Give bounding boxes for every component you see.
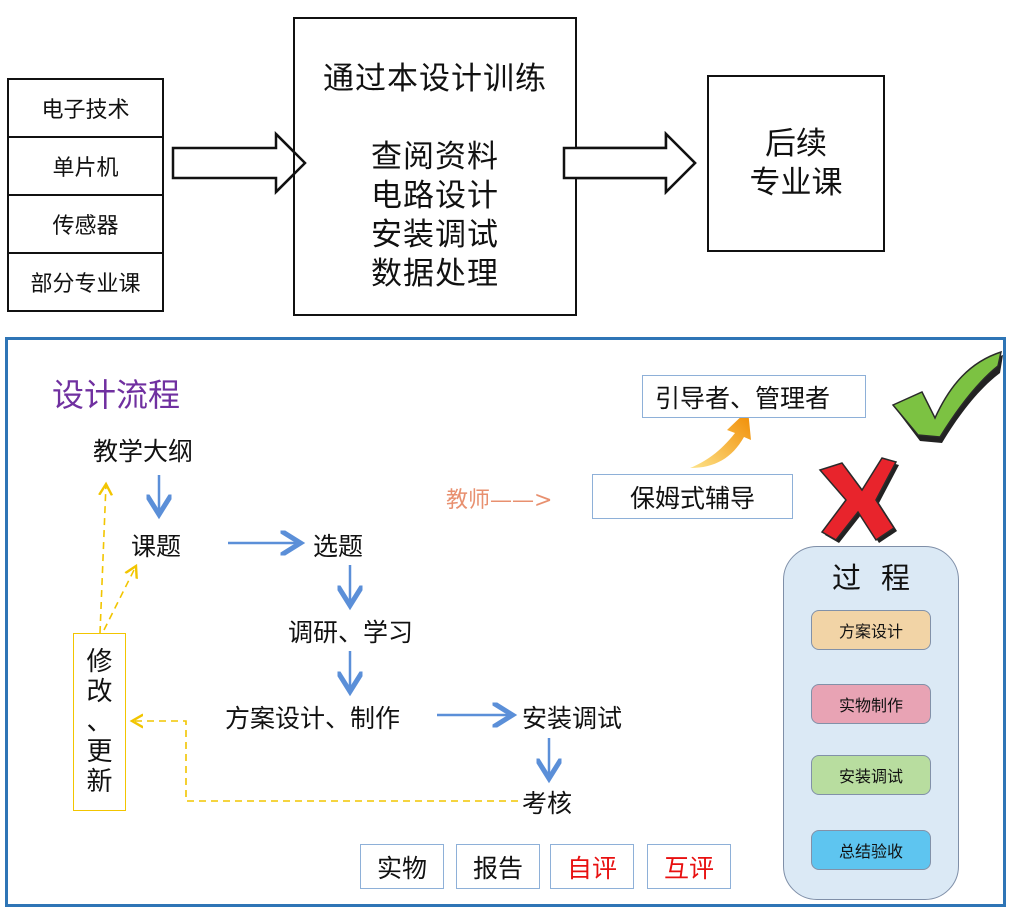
feedback-line <box>103 566 136 631</box>
right-role-box: 引导者、管理者 <box>642 375 866 418</box>
revise-char: 新 <box>86 767 113 797</box>
prerequisite-item: 单片机 <box>9 136 162 194</box>
feedback-line <box>100 484 106 634</box>
revise-char: 改 <box>86 677 113 707</box>
eval-box-physical: 实物 <box>360 844 444 889</box>
flow-title: 设计流程 <box>52 376 181 414</box>
training-item: 查阅资料 <box>371 139 499 175</box>
training-item: 数据处理 <box>371 256 499 292</box>
followup-box: 后续 专业课 <box>707 75 885 252</box>
training-item: 安装调试 <box>371 217 499 253</box>
process-item-build: 实物制作 <box>811 684 931 724</box>
wrong-role-box: 保姆式辅导 <box>592 474 793 519</box>
process-title-char: 过 <box>831 561 881 595</box>
training-title: 通过本设计训练 <box>323 61 547 97</box>
teacher-label: 教师——> <box>446 488 553 513</box>
arrow-overlap <box>275 130 697 196</box>
revise-char: 修 <box>86 647 113 677</box>
node-syllabus: 教学大纲 <box>93 437 194 466</box>
eval-box-self: 自评 <box>550 844 634 889</box>
prerequisite-item: 部分专业课 <box>9 252 162 310</box>
prerequisite-item: 传感器 <box>9 194 162 252</box>
followup-line: 专业课 <box>749 164 843 201</box>
node-assessment: 考核 <box>522 789 573 818</box>
eval-box-peer: 互评 <box>647 844 731 889</box>
training-box: 通过本设计训练 查阅资料 电路设计 安装调试 数据处理 <box>293 17 577 316</box>
process-title-char: 程 <box>881 561 931 595</box>
prerequisite-item: 电子技术 <box>41 98 130 123</box>
node-design-build: 方案设计、制作 <box>225 704 401 733</box>
node-research: 调研、学习 <box>288 618 414 647</box>
eval-label: 报告 <box>472 853 523 883</box>
process-item-design: 方案设计 <box>811 610 931 650</box>
process-item-debug: 安装调试 <box>811 755 931 795</box>
process-item-acceptance: 总结验收 <box>811 830 931 870</box>
revise-char: 更 <box>86 737 113 767</box>
eval-label: 互评 <box>663 853 714 883</box>
revise-char: 、 <box>86 707 113 737</box>
node-select-topic: 选题 <box>313 532 364 561</box>
node-topic: 课题 <box>131 532 182 561</box>
training-item: 电路设计 <box>371 178 499 214</box>
process-title: 过程 <box>784 555 958 597</box>
node-install-debug: 安装调试 <box>522 704 623 733</box>
process-panel: 过程 方案设计 实物制作 安装调试 总结验收 <box>783 546 959 900</box>
curved-up-arrow-icon <box>690 410 751 468</box>
eval-box-report: 报告 <box>456 844 540 889</box>
eval-label: 自评 <box>566 853 617 883</box>
followup-line: 后续 <box>765 125 827 162</box>
cross-mark-icon <box>818 457 899 543</box>
eval-label: 实物 <box>376 853 427 883</box>
prerequisite-stack: 电子技术 单片机 传感器 部分专业课 <box>7 78 164 312</box>
check-mark-icon <box>891 350 1003 443</box>
feedback-line <box>132 721 518 802</box>
revise-update-box: 修 改 、 更 新 <box>73 633 126 811</box>
